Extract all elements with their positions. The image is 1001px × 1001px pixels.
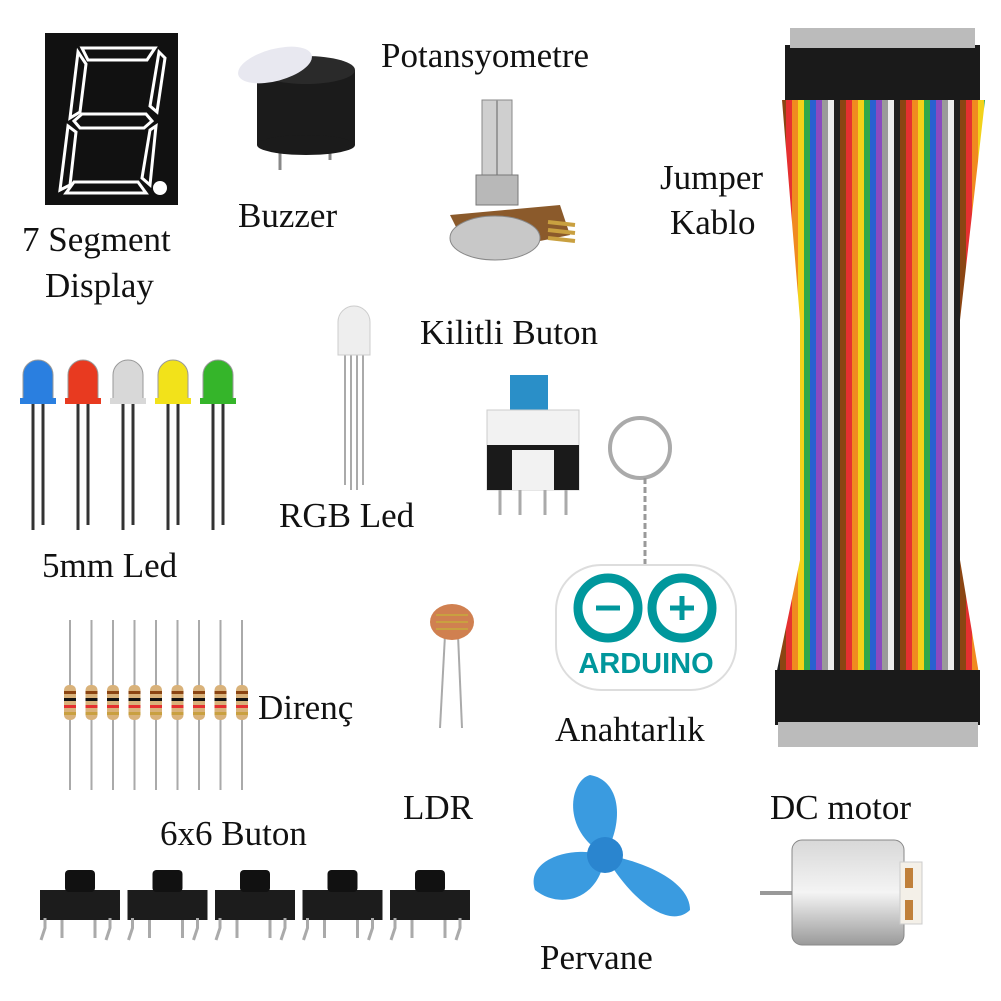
- buzzer: [238, 46, 355, 170]
- resistor: [214, 620, 227, 790]
- led: [20, 359, 56, 530]
- resistor: [171, 620, 184, 790]
- tactile-button: [214, 870, 295, 941]
- tactile-button: [302, 870, 383, 941]
- jumper-cable: [775, 28, 985, 747]
- tactile-button-group: [39, 870, 470, 941]
- label-5mm-led: 5mm Led: [42, 546, 178, 585]
- ldr: [430, 604, 474, 729]
- label-propeller: Pervane: [540, 938, 653, 977]
- label-keychain: Anahtarlık: [555, 710, 705, 749]
- led: [155, 359, 191, 530]
- label-ldr: LDR: [403, 788, 473, 827]
- resistor: [128, 620, 141, 790]
- label-kablo: Kablo: [670, 203, 756, 242]
- potentiometer: [449, 99, 576, 261]
- resistor: [150, 620, 162, 790]
- latching-button: [486, 375, 580, 515]
- resistor: [107, 620, 119, 790]
- dc-motor: [760, 839, 923, 946]
- label-resistor: Direnç: [258, 688, 354, 727]
- led: [110, 359, 146, 530]
- resistor: [64, 620, 76, 790]
- label-rgb-led: RGB Led: [279, 496, 415, 535]
- led: [200, 359, 236, 530]
- label-7-segment: 7 Segment: [22, 220, 171, 259]
- label-jumper: Jumper: [660, 158, 764, 197]
- arduino-logo-text: ARDUINO: [578, 648, 713, 680]
- tactile-button: [389, 870, 470, 941]
- arduino-keychain: ARDUINO: [555, 416, 737, 691]
- propeller: [533, 775, 690, 917]
- resistor-group: [64, 620, 248, 790]
- label-dc-motor: DC motor: [770, 788, 911, 827]
- led-group-5mm: [20, 359, 236, 530]
- tactile-button: [127, 870, 208, 941]
- label-potentiometer: Potansyometre: [381, 36, 590, 75]
- resistor: [193, 620, 205, 790]
- tactile-button: [39, 870, 120, 941]
- seven-segment-display: [45, 33, 178, 205]
- label-latching-button: Kilitli Buton: [420, 313, 598, 352]
- rgb-led: [337, 305, 371, 490]
- led: [65, 359, 101, 530]
- resistor: [85, 620, 98, 790]
- resistor: [236, 620, 248, 790]
- label-display: Display: [45, 266, 154, 305]
- label-6x6-button: 6x6 Buton: [160, 814, 307, 853]
- label-buzzer: Buzzer: [238, 196, 338, 235]
